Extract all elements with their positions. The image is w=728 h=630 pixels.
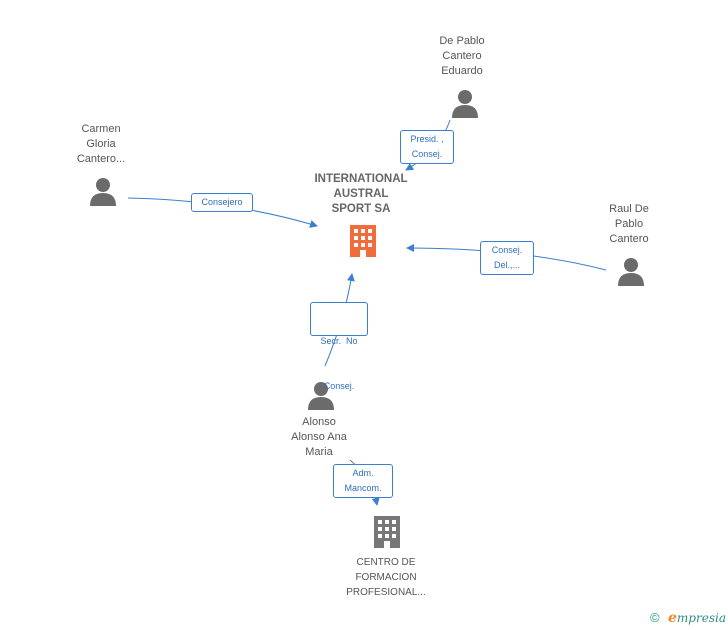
person-icon[interactable] (616, 256, 646, 286)
person-name-line: Pablo (614, 218, 644, 230)
relation-label-line: Consej. (491, 245, 523, 255)
company-name-line: INTERNATIONAL (314, 173, 408, 185)
relation-label-line: Presid. , (410, 134, 444, 144)
company-name-centro-formacion[interactable]: CENTRO DE FORMACION PROFESIONAL... (326, 555, 446, 600)
relation-label-secr-no-consej[interactable]: Secr. No Consej. (310, 302, 368, 391)
person-name-line: Alonso (302, 416, 336, 428)
company-name-line: FORMACION (355, 572, 417, 583)
person-icon[interactable] (450, 88, 480, 118)
relation-label-line: Mancom. (344, 483, 382, 493)
empresia-logo[interactable]: empresia (668, 610, 726, 626)
relation-label-line: Consej. (411, 149, 443, 159)
company-name-international-austral[interactable]: INTERNATIONAL AUSTRAL SPORT SA (306, 172, 416, 217)
building-icon[interactable] (347, 223, 379, 259)
building-icon[interactable] (371, 514, 403, 550)
person-name-line: De Pablo (439, 35, 485, 47)
person-name-carmen-gloria[interactable]: Carmen Gloria Cantero... (51, 122, 151, 167)
person-name-line: Eduardo (441, 65, 483, 77)
company-name-line: PROFESIONAL... (346, 587, 426, 598)
person-name-line: Raul De (609, 203, 649, 215)
person-name-raul-de-pablo-cantero[interactable]: Raul De Pablo Cantero (579, 202, 679, 247)
person-name-alonso-alonso-ana-maria[interactable]: Alonso Alonso Ana Maria (269, 415, 369, 460)
person-name-de-pablo-cantero-eduardo[interactable]: De Pablo Cantero Eduardo (412, 34, 512, 79)
person-name-line: Maria (305, 446, 333, 458)
relation-label-line: Consej. (323, 381, 355, 391)
relation-label-line: Consejero (201, 197, 243, 207)
relation-label-line: Adm. (352, 468, 374, 478)
relation-label-consejero[interactable]: Consejero (191, 193, 253, 212)
relation-label-line: Secr. No (320, 336, 358, 346)
relation-label-presid-consej[interactable]: Presid. , Consej. (400, 130, 454, 164)
person-icon[interactable] (88, 176, 118, 206)
relation-label-line: Del.,... (493, 260, 520, 270)
copyright-symbol: © (650, 610, 660, 625)
logo-e-letter: e (668, 610, 677, 626)
person-name-line: Cantero (442, 50, 482, 62)
company-name-line: CENTRO DE (356, 557, 416, 568)
person-name-line: Cantero... (76, 153, 126, 165)
company-name-line: AUSTRAL (333, 188, 389, 200)
person-icon[interactable] (306, 380, 336, 410)
relation-label-adm-mancom[interactable]: Adm. Mancom. (333, 464, 393, 498)
person-name-line: Gloria (86, 138, 116, 150)
person-name-line: Carmen (81, 123, 121, 135)
person-name-line: Alonso Ana (291, 431, 347, 443)
logo-text: mpresia (676, 611, 726, 625)
person-name-line: Cantero (609, 233, 649, 245)
company-name-line: SPORT SA (331, 203, 391, 215)
relation-label-consej-del[interactable]: Consej. Del.,... (480, 241, 534, 275)
